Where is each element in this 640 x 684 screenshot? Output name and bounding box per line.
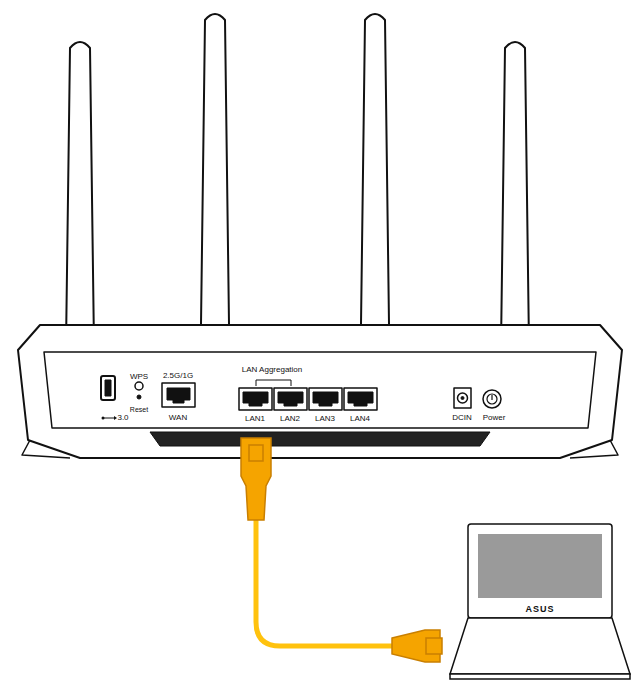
usb-port: [101, 376, 115, 400]
wps-button: [135, 382, 143, 390]
rear-panel: [44, 352, 596, 428]
router-body: [18, 325, 622, 458]
dc-jack: [454, 388, 471, 408]
port-label: LAN3: [315, 415, 335, 423]
button-label: WPS: [130, 373, 148, 381]
port-label: WAN: [169, 414, 187, 422]
usb-symbol: [114, 416, 117, 420]
usb-symbol: [104, 418, 114, 419]
port-label: LAN4: [350, 415, 370, 423]
button-label: Reset: [130, 406, 148, 413]
port-label: LAN1: [245, 415, 265, 423]
group-label: LAN Aggregation: [242, 366, 303, 374]
bottom-vent: [150, 432, 490, 446]
button-label: Power: [483, 414, 506, 422]
wan-port: [162, 383, 195, 407]
lan-ports: [239, 388, 377, 410]
ethernet-cable: [241, 438, 442, 662]
power-button: [483, 390, 501, 408]
laptop: [450, 524, 630, 679]
port-label: 3.0: [117, 414, 128, 422]
usb-symbol: [102, 417, 105, 420]
port-label: DCIN: [452, 414, 472, 422]
port-label: LAN2: [280, 415, 300, 423]
reset-hole: [137, 395, 141, 399]
port-speed: 2.5G/1G: [163, 372, 193, 380]
brand-logo: ASUS: [525, 605, 554, 614]
